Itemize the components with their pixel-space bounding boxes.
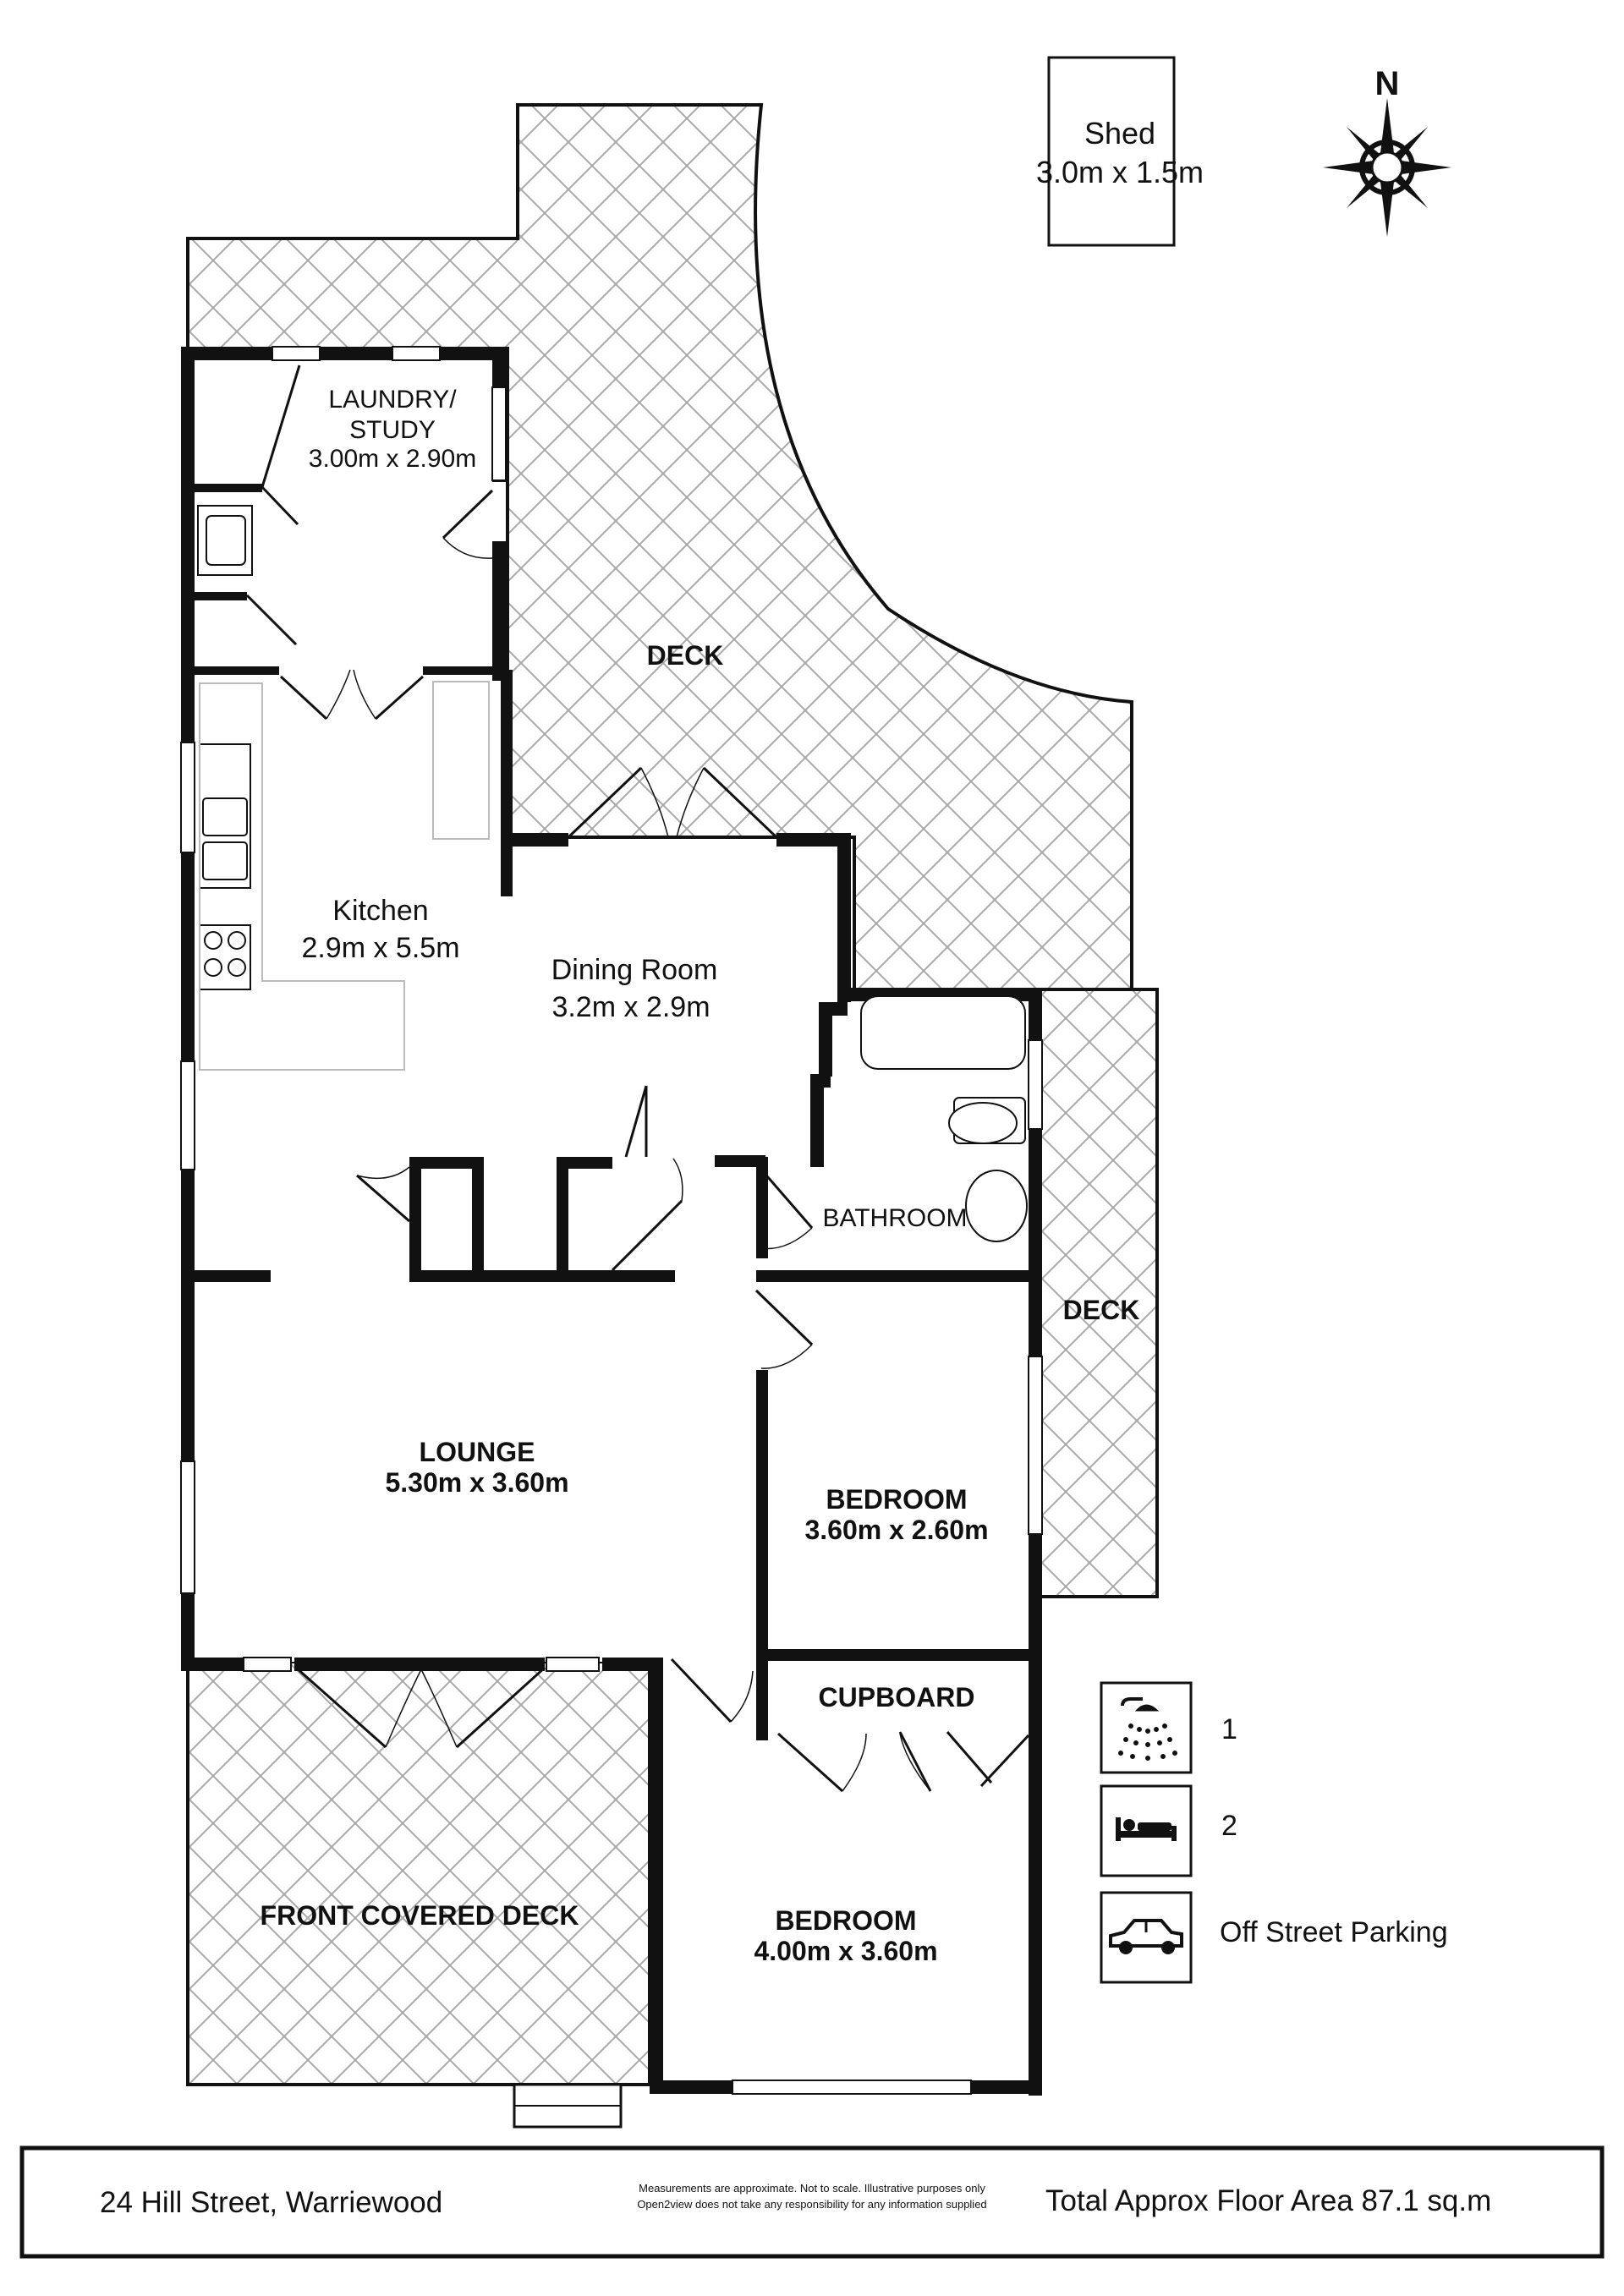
deck-top-name: DECK <box>647 640 724 671</box>
bedroom1-size: 3.60m x 2.60m <box>804 1515 988 1545</box>
deck-side-area <box>1039 988 1159 1598</box>
shower-icon <box>1118 1697 1177 1761</box>
compass-label: N <box>1375 65 1400 102</box>
fixtures <box>197 505 1028 1242</box>
bedroom1-name: BEDROOM <box>826 1484 967 1515</box>
legend-bed-value: 2 <box>1221 1810 1237 1842</box>
dining-name: Dining Room <box>551 954 718 986</box>
shed-outline <box>1047 56 1176 247</box>
windows <box>180 346 1043 2095</box>
footer-address: 24 Hill Street, Warriewood <box>100 2186 442 2219</box>
bedroom2-name: BEDROOM <box>775 1905 916 1936</box>
cupboard-name: CUPBOARD <box>819 1682 975 1712</box>
bedroom2-size: 4.00m x 3.60m <box>754 1936 937 1966</box>
laundry-name-line2: STUDY <box>349 416 436 444</box>
shed-name: Shed <box>1084 116 1155 151</box>
footer-box <box>19 2145 1605 2259</box>
footer-disclaimer-line1: Measurements are approximate. Not to sca… <box>639 2182 985 2195</box>
bathroom-name: BATHROOM <box>822 1204 967 1232</box>
front-deck-name: FRONT COVERED DECK <box>261 1900 579 1931</box>
walls <box>181 347 1042 2096</box>
compass-icon <box>1323 98 1451 237</box>
kitchen-size: 2.9m x 5.5m <box>301 932 459 964</box>
footer-disclaimer-line2: Open2view does not take any responsibili… <box>637 2198 986 2211</box>
front-covered-deck-area <box>186 1660 651 2086</box>
lounge-name: LOUNGE <box>420 1437 535 1467</box>
laundry-name-line1: LAUNDRY/ <box>328 386 457 414</box>
shed-size: 3.0m x 1.5m <box>1036 155 1204 189</box>
lounge-size: 5.30m x 3.60m <box>385 1467 568 1498</box>
dining-size: 3.2m x 2.9m <box>551 991 710 1023</box>
footer-total-area: Total Approx Floor Area 87.1 sq.m <box>1045 2184 1491 2217</box>
bed-icon <box>1116 1817 1177 1841</box>
kitchen-name: Kitchen <box>332 895 428 927</box>
legend: 1 2 Off Street Parking <box>1100 1681 1448 1984</box>
doors <box>245 364 1030 1793</box>
legend-parking-value: Off Street Parking <box>1220 1916 1448 1948</box>
laundry-size: 3.00m x 2.90m <box>309 445 476 473</box>
deck-top-area <box>186 103 1133 991</box>
legend-shower-value: 1 <box>1221 1713 1237 1745</box>
deck-side-name: DECK <box>1063 1295 1140 1325</box>
car-icon <box>1109 1919 1183 1954</box>
